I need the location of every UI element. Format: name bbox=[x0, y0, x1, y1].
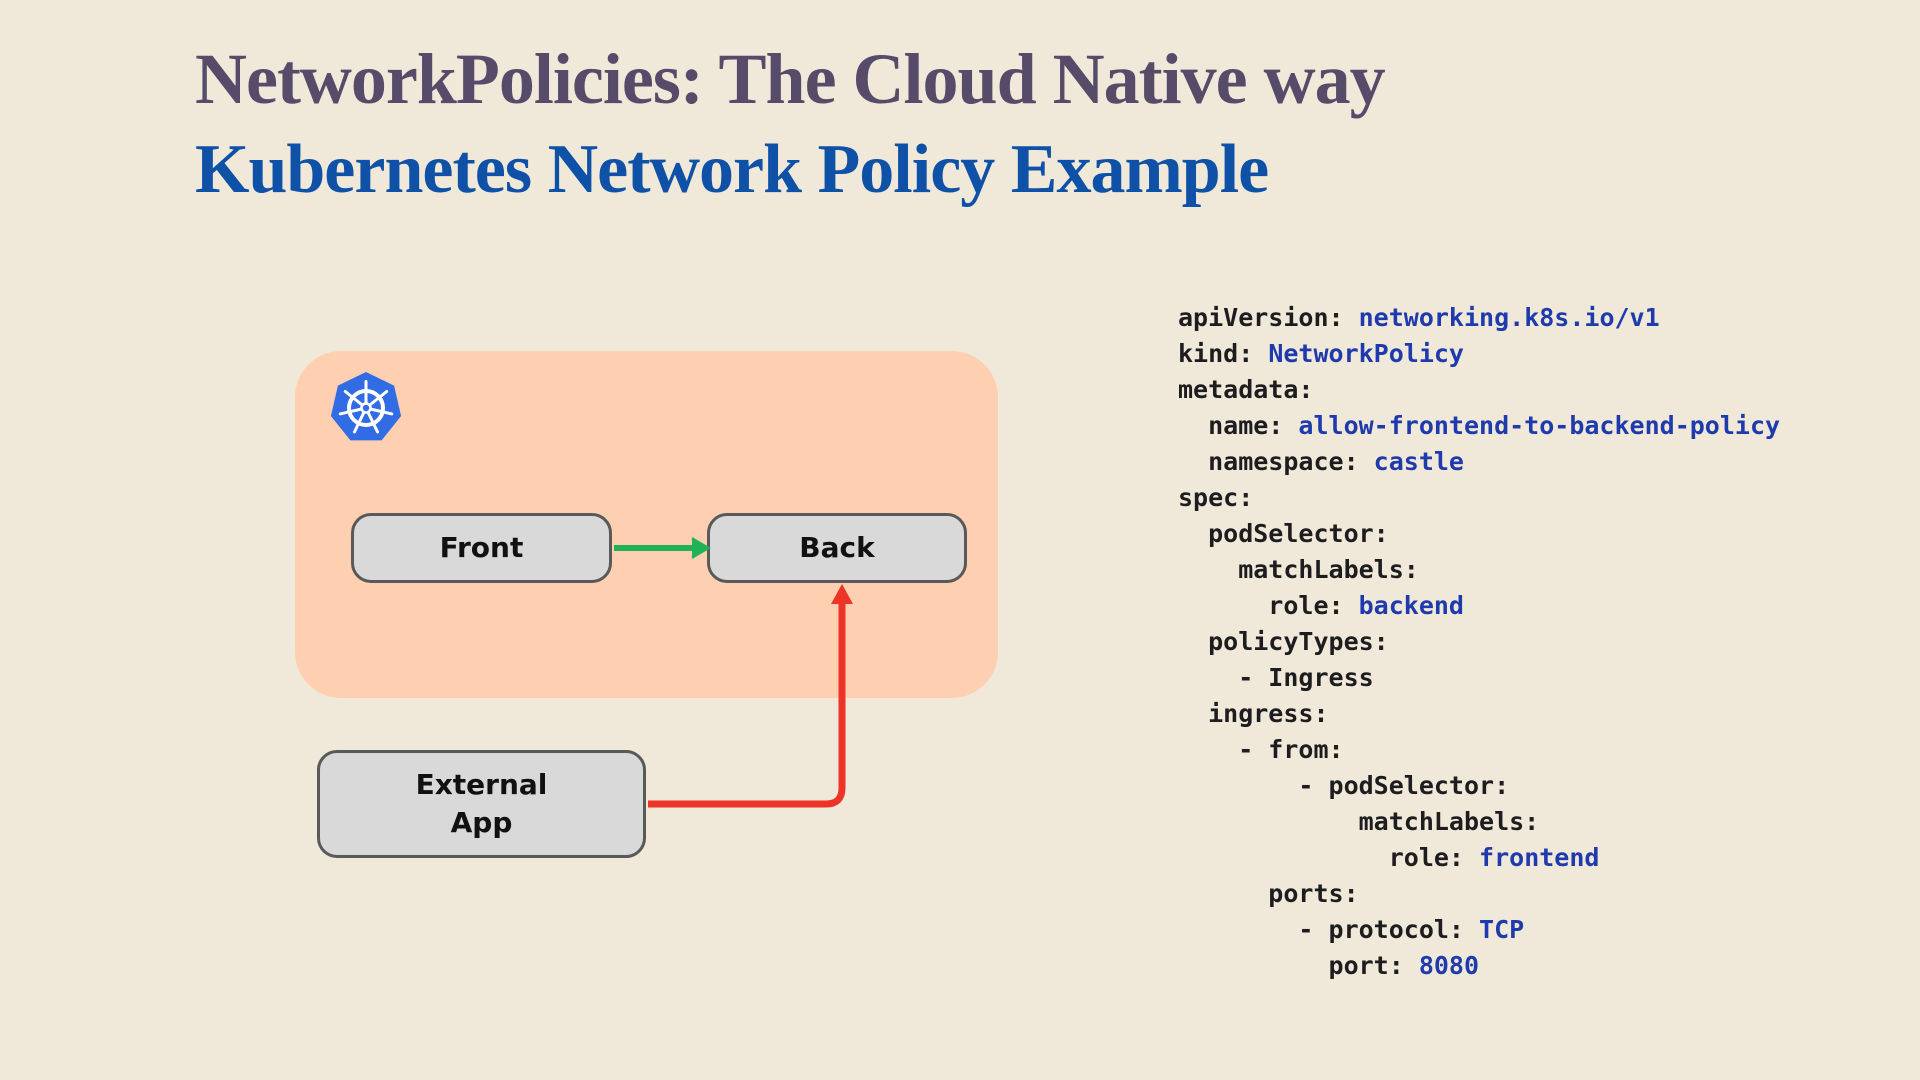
yaml-line: - protocol: TCP bbox=[1178, 915, 1525, 944]
page-subtitle: Kubernetes Network Policy Example bbox=[195, 131, 1269, 208]
node-external-app-label: External App bbox=[415, 768, 548, 839]
yaml-line: - Ingress bbox=[1178, 663, 1374, 692]
page-title: NetworkPolicies: The Cloud Native way bbox=[195, 39, 1386, 119]
yaml-line: role: backend bbox=[1178, 591, 1464, 620]
yaml-line: matchLabels: bbox=[1178, 555, 1419, 584]
node-front: Front bbox=[351, 513, 612, 583]
yaml-line: name: allow-frontend-to-backend-policy bbox=[1178, 411, 1781, 440]
yaml-line: policyTypes: bbox=[1178, 627, 1389, 656]
node-front-label: Front bbox=[439, 531, 524, 564]
node-external-app: External App bbox=[317, 750, 646, 858]
yaml-line: apiVersion: networking.k8s.io/v1 bbox=[1178, 303, 1660, 332]
yaml-line: role: frontend bbox=[1178, 843, 1600, 872]
yaml-line: - podSelector: bbox=[1178, 771, 1510, 800]
yaml-line: spec: bbox=[1178, 483, 1254, 512]
node-back: Back bbox=[707, 513, 967, 583]
yaml-line: ports: bbox=[1178, 879, 1359, 908]
kubernetes-icon bbox=[330, 372, 402, 441]
yaml-line: - from: bbox=[1178, 735, 1344, 764]
yaml-line: matchLabels: bbox=[1178, 807, 1540, 836]
yaml-line: metadata: bbox=[1178, 375, 1314, 404]
yaml-line: podSelector: bbox=[1178, 519, 1389, 548]
node-back-label: Back bbox=[799, 531, 875, 564]
yaml-line: port: 8080 bbox=[1178, 951, 1480, 980]
yaml-line: kind: NetworkPolicy bbox=[1178, 339, 1464, 368]
network-policy-yaml: apiVersion: networking.k8s.io/v1 kind: Ne… bbox=[1178, 300, 1780, 984]
yaml-line: ingress: bbox=[1178, 699, 1329, 728]
yaml-line: namespace: castle bbox=[1178, 447, 1464, 476]
